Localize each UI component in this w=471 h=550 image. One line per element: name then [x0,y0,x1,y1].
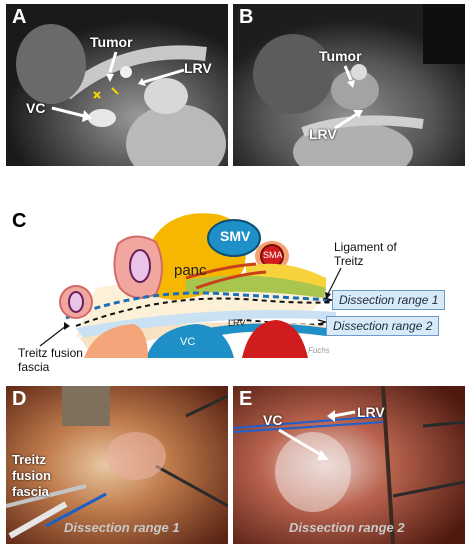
sma-label: SMA [263,250,283,260]
treitz-fusion-fascia-label: Treitz fusion fascia [18,346,83,374]
lrv-label-b: LRV [309,126,337,142]
smv-label: SMV [220,228,251,244]
lrv-label-e: LRV [357,404,385,420]
panel-letter-e: E [239,388,253,410]
photo-d [6,386,228,544]
caption-e: Dissection range 2 [289,520,405,535]
panel-letter-d: D [12,388,27,410]
arrows-b [334,65,363,130]
smv-shape [207,219,261,257]
lrv-label-a: LRV [184,60,212,76]
vc-label-a: VC [26,100,46,116]
vc-label-e: VC [263,412,283,428]
operative-photo-e: E VC LRV Dissection range 2 [233,386,465,544]
fascia-line [65,291,332,320]
operative-photo-d: D Treitz fusion fascia Dissection range … [6,386,228,544]
dissection-range-2-box: Dissection range 2 [326,316,440,336]
ct-image-a: A Tumor LRV VC [6,4,228,166]
tumor-label-a: Tumor [90,34,133,50]
dissection-range-1-box: Dissection range 1 [332,290,446,310]
arrows-e [278,410,356,460]
anatomy-diagram: C SMV SMA panc VC LRV Ligament of Treitz… [6,208,465,380]
panel-letter-a: A [12,6,27,28]
tumor-label-b: Tumor [319,48,362,64]
signature: Fuchs [308,346,330,355]
pancreas-label: panc [174,262,207,279]
lrv-label-c: LRV [228,318,246,328]
panel-letter-b: B [239,6,254,28]
ct-scan-a [6,4,228,166]
panel-letter-c: C [12,210,27,232]
ligament-label: Ligament of Treitz [334,240,397,268]
diagram-svg [39,213,342,358]
arrows-a [51,51,185,122]
treitz-fascia-label-d: Treitz fusion fascia [12,452,51,499]
ct-scan-b [233,4,465,166]
vc-label-c: VC [180,336,196,348]
caption-d: Dissection range 1 [64,520,180,535]
ct-image-b: B Tumor LRV [233,4,465,166]
